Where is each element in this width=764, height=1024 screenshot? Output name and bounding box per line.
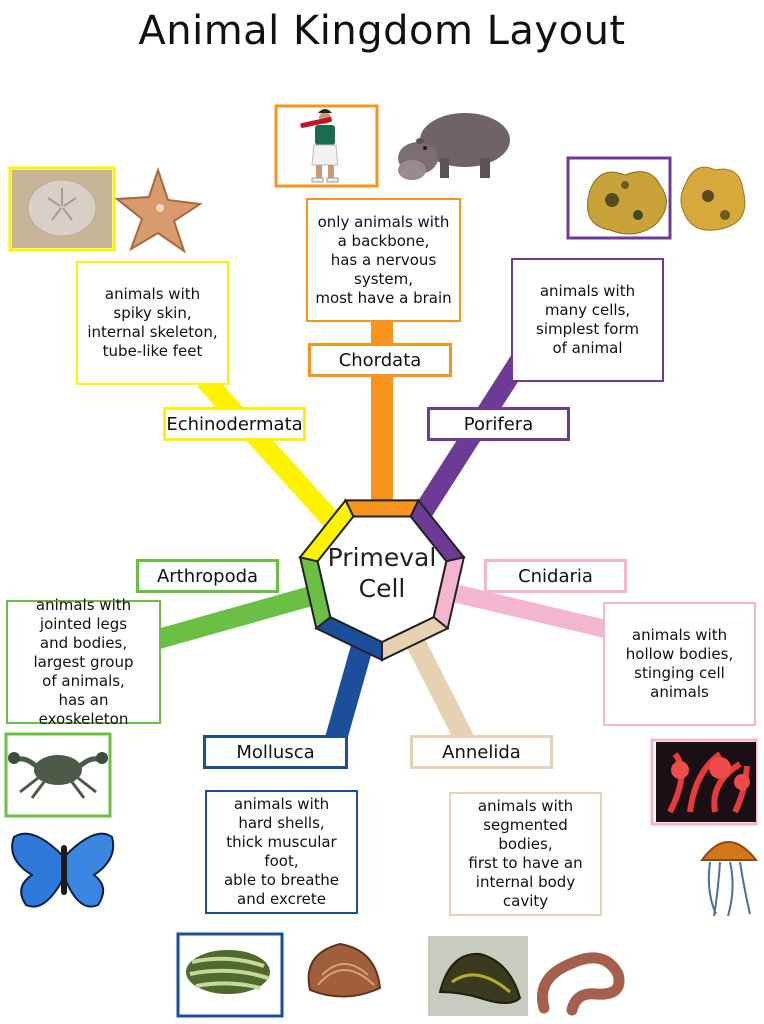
arthropoda-label: Arthropoda xyxy=(136,559,279,593)
butterfly-photo xyxy=(11,832,115,908)
porifera-description: animals with many cells, simplest form o… xyxy=(511,258,664,382)
starfish-photo xyxy=(114,166,203,254)
cnidaria-description: animals with hollow bodies, stinging cel… xyxy=(603,602,756,726)
leech-photo xyxy=(428,936,528,1016)
mollusca-photo-frame xyxy=(176,932,284,1018)
heptagon-inner xyxy=(316,515,448,644)
heptagon-segment-chordata xyxy=(343,499,421,518)
annelida-description: animals with segmented bodies, first to … xyxy=(449,792,602,916)
echinodermata-description: animals with spiky skin, internal skelet… xyxy=(76,261,229,385)
annelida-label: Annelida xyxy=(410,735,553,769)
sand-dollar-photo xyxy=(12,170,112,248)
crab-photo xyxy=(8,752,108,799)
page-title: Animal Kingdom Layout xyxy=(138,8,626,54)
mollusca-label: Mollusca xyxy=(203,735,348,769)
sponge-photo xyxy=(587,171,667,235)
sponge-photo-2 xyxy=(680,166,746,231)
red-coral-photo xyxy=(656,742,756,822)
porifera-label: Porifera xyxy=(427,407,570,441)
earthworm-photo xyxy=(537,952,625,1016)
porifera-photo-frame xyxy=(566,156,672,240)
arthropoda-photo-frame xyxy=(4,732,112,818)
jellyfish-photo xyxy=(700,841,759,917)
echinodermata-label: Echinodermata xyxy=(163,407,306,441)
cnidaria-label: Cnidaria xyxy=(484,559,627,593)
center-label: Primeval Cell xyxy=(327,543,437,603)
primeval-cell-heptagon xyxy=(298,498,466,662)
chordata-label: Chordata xyxy=(308,343,452,377)
hippopotamus-photo xyxy=(398,113,510,180)
arthropoda-description: animals with jointed legs and bodies, la… xyxy=(6,596,161,728)
mollusca-description: animals with hard shells, thick muscular… xyxy=(205,790,358,914)
clam-photo xyxy=(307,942,382,998)
chordata-description: only animals with a backbone, has a nerv… xyxy=(306,198,461,322)
boy-with-bat-photo xyxy=(274,104,379,188)
zebra-mussel-photo xyxy=(186,950,270,994)
echinodermata-photo-frame xyxy=(8,166,116,252)
